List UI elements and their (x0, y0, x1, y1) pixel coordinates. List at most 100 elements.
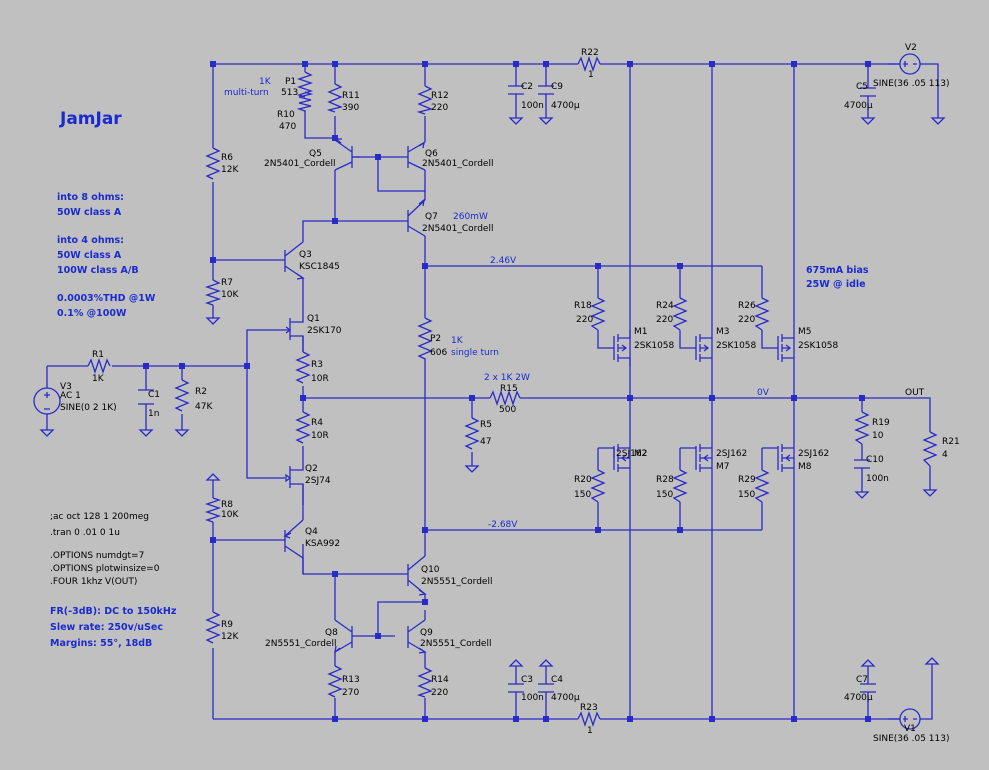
resistor-r1 (87, 357, 111, 375)
transistor-q6 (395, 141, 426, 171)
transistor-q4 (284, 519, 304, 574)
sources (33, 53, 921, 730)
resistor-r22 (577, 55, 601, 73)
label-r19: R19 (872, 418, 890, 428)
value-m7: 2SJ162 (716, 449, 747, 459)
spec-line: into 4 ohms: (57, 235, 124, 246)
value-c7: 4700µ (844, 693, 873, 703)
value-q8: 2N5551_Cordell (265, 639, 336, 649)
value-r2: 47K (195, 402, 213, 412)
ground-c9 (538, 117, 554, 125)
value-r8: 10K (221, 510, 239, 520)
value-q1: 2SK170 (307, 326, 342, 336)
value-q2: 2SJ74 (305, 476, 331, 486)
label-m3: M3 (716, 327, 730, 337)
value-r12: 220 (431, 103, 448, 113)
value-c3: 100n (521, 693, 544, 703)
value-r14: 220 (431, 688, 448, 698)
label-r18: R18 (574, 301, 592, 311)
value-r28: 150 (656, 490, 673, 500)
value-p2: 606 (430, 348, 447, 358)
value-c2: 100n (521, 101, 544, 111)
value-r13: 270 (342, 688, 359, 698)
label-r10: R10 (277, 110, 295, 120)
note-r15: 2 x 1K 2W (484, 373, 530, 383)
value-c9: 4700µ (551, 101, 580, 111)
value-m8: 2SJ162 (798, 449, 829, 459)
label-q2: Q2 (305, 464, 318, 474)
label-m7: M7 (716, 462, 730, 472)
label-c10: C10 (866, 455, 884, 465)
note-p2-type: single turn (451, 348, 499, 358)
value-r20: 150 (574, 490, 591, 500)
resistor-r3 (295, 351, 311, 384)
ground-c5 (860, 117, 876, 125)
label-c5: C5 (856, 82, 868, 92)
resistor-r11 (326, 83, 344, 113)
label-r20: R20 (574, 475, 592, 485)
label-m8: M8 (798, 462, 812, 472)
spice-directives[interactable]: ;ac oct 128 1 200meg .tran 0 .01 0 1u .O… (50, 512, 160, 587)
value-r15: 500 (499, 405, 516, 415)
resistor-r19 (854, 411, 870, 445)
note-p1: 1K (259, 77, 272, 87)
resistor-r7 (204, 279, 222, 306)
resistor-r28 (672, 469, 688, 503)
label-r7: R7 (221, 278, 233, 288)
resistor-r4 (295, 411, 311, 444)
label-c7: C7 (856, 675, 868, 685)
spec-line: 100W class A/B (57, 265, 139, 276)
label-p1: P1 (285, 77, 296, 87)
value-q9: 2N5551_Cordell (420, 639, 491, 649)
label-r11: R11 (342, 91, 360, 101)
label-q3: Q3 (299, 250, 312, 260)
capacitor-c9 (538, 85, 554, 95)
capacitor-c4 (538, 683, 554, 693)
label-r3: R3 (311, 360, 323, 370)
label-v2: V2 (905, 43, 917, 53)
value-r5: 47 (480, 437, 491, 447)
capacitors (138, 85, 876, 693)
component-labels[interactable]: P1 513 R10 470 R11 390 R12 220 R6 12K R7… (60, 43, 960, 744)
mosfet-m3 (695, 334, 712, 362)
value-r29: 150 (738, 490, 755, 500)
value-m3: 2SK1058 (716, 341, 757, 351)
resistor-p1 (296, 71, 314, 98)
ground-c7 (860, 659, 876, 667)
capacitor-c1 (138, 389, 154, 405)
spec-line: 0.0003%THD @1W (57, 293, 156, 304)
value-r11: 390 (342, 103, 359, 113)
ground-v1 (924, 657, 940, 665)
label-q10: Q10 (421, 565, 440, 575)
transistor-q3 (284, 241, 304, 279)
design-title: JamJar (59, 109, 122, 129)
ground-r8 (205, 473, 221, 481)
label-r8: R8 (221, 500, 233, 510)
ground-r7 (205, 317, 221, 325)
label-q9: Q9 (420, 628, 433, 638)
label-r2: R2 (195, 387, 207, 397)
label-r23: R23 (580, 703, 598, 713)
value-p1: 513 (281, 88, 298, 98)
value-r4: 10R (311, 431, 329, 441)
label-q5: Q5 (309, 149, 322, 159)
transistors (283, 138, 427, 654)
value-v2: SINE(36 .05 113) (873, 79, 949, 89)
value-r18: 220 (576, 315, 593, 325)
label-r4: R4 (311, 418, 323, 428)
directive-options: .OPTIONS plotwinsize=0 (50, 564, 160, 574)
value-r24: 220 (656, 315, 673, 325)
perf-notes: FR(-3dB): DC to 150kHz Slew rate: 250v/u… (50, 606, 177, 649)
ground-v2 (930, 117, 946, 125)
resistor-r26 (754, 297, 770, 331)
directive-ac: ;ac oct 128 1 200meg (50, 512, 149, 522)
resistor-r24 (672, 297, 688, 331)
value-r9: 12K (221, 632, 239, 642)
value-r10: 470 (279, 122, 296, 132)
value-r23: 1 (587, 726, 593, 736)
note-q7-power: 260mW (453, 212, 488, 222)
ground-c1 (138, 429, 154, 437)
perf-line: FR(-3dB): DC to 150kHz (50, 606, 177, 617)
